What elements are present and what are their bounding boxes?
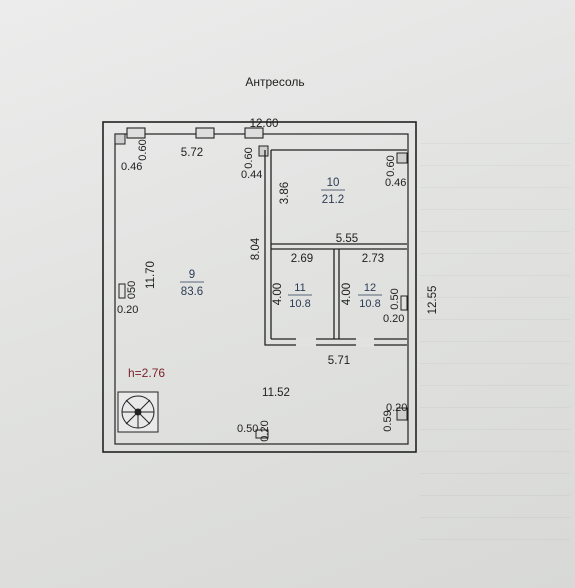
dim-tr-h: 0.46 [385, 177, 406, 189]
dim-right-total: 12.55 [427, 286, 439, 315]
dim-tm-v: 0.60 [243, 147, 255, 168]
room-12-label: 12 10.8 [358, 282, 382, 310]
dim-r12-v: 0.50 [389, 288, 401, 309]
dim-tr-v: 0.60 [385, 155, 397, 176]
dim-br-h: 0.20 [386, 402, 407, 414]
room-10-label: 10 21.2 [321, 177, 345, 206]
dim-top-total: 12.60 [250, 118, 279, 130]
room-9-label: 9 83.6 [180, 269, 204, 298]
room-9-number: 9 [189, 269, 195, 281]
dim-room12-height: 4.00 [341, 283, 353, 305]
room-11-label: 11 10.8 [288, 282, 312, 310]
dim-top-left: 5.72 [181, 147, 203, 159]
room-10-area: 21.2 [322, 194, 344, 206]
dim-tl-h: 0.46 [121, 161, 142, 173]
wall-pilasters [114, 133, 408, 421]
dim-bottom-total: 11.52 [262, 387, 290, 399]
room-11-number: 11 [294, 282, 305, 294]
spiral-staircase [117, 391, 159, 433]
vertical-dimension-labels: 12.55 11.70 8.04 3.86 4.00 4.00 0.60 0.6… [126, 139, 439, 441]
dim-left-height: 11.70 [145, 261, 157, 289]
dim-tm-h: 0.44 [241, 169, 262, 181]
dim-partition-height: 8.04 [250, 237, 262, 260]
plan-title: Антресоль [245, 75, 304, 89]
dimension-labels: 12.60 5.72 5.55 2.69 2.73 5.71 11.52 0.4… [117, 118, 407, 435]
dim-room10-width: 5.55 [336, 233, 358, 245]
room-11-area: 10.8 [289, 298, 310, 310]
dim-room12-width: 2.73 [362, 253, 384, 265]
dim-rooms-bottom: 5.71 [328, 355, 350, 367]
dim-br-v: 0.59 [382, 410, 394, 431]
room-12-area: 10.8 [359, 298, 380, 310]
paper-texture [420, 140, 570, 540]
dim-r12-h: 0.20 [383, 313, 404, 325]
dim-left-v: 050 [126, 281, 138, 299]
dim-tl-v: 0.60 [137, 139, 149, 160]
dim-room10-height: 3.86 [279, 182, 291, 204]
dim-bm-h: 0.50 [237, 423, 258, 435]
wall-niches [118, 283, 408, 439]
dim-left-h: 0.20 [117, 304, 138, 316]
room-10-number: 10 [327, 177, 340, 189]
room-12-number: 12 [364, 282, 376, 294]
dim-bm-v: 0.20 [259, 420, 271, 441]
top-wall-openings [126, 127, 264, 139]
dim-room11-width: 2.69 [291, 253, 313, 265]
door-gaps [296, 337, 374, 347]
dim-room11-height: 4.00 [272, 283, 284, 305]
room-9-area: 83.6 [181, 286, 203, 298]
ceiling-height-label: h=2.76 [128, 366, 165, 380]
